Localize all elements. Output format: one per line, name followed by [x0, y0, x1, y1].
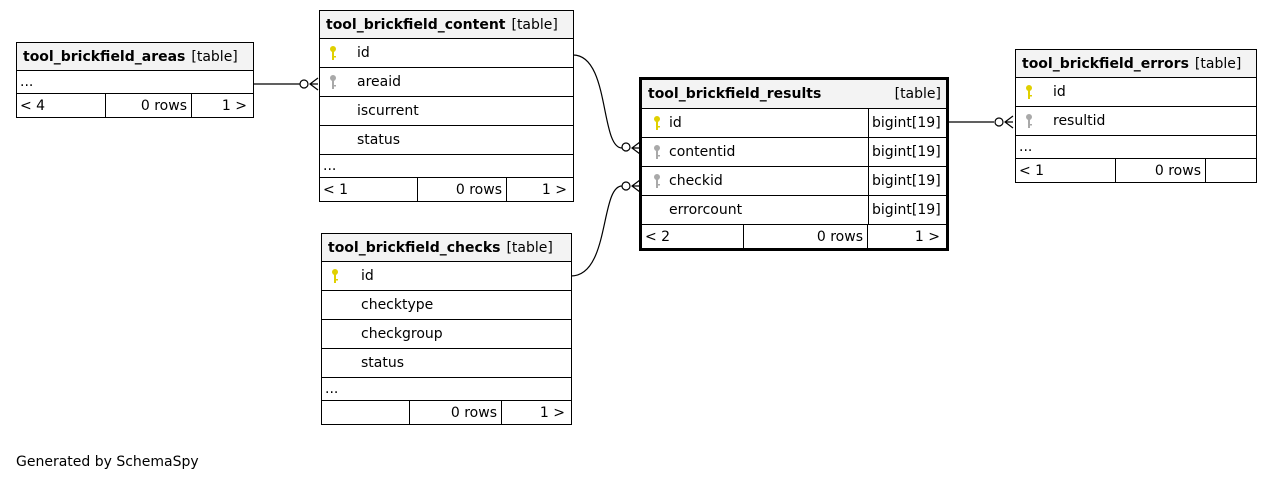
column-name: checktype — [361, 297, 434, 313]
foreign-key-icon — [1026, 114, 1032, 128]
edge-results-errors-circle — [994, 117, 1004, 127]
primary-key-icon — [332, 269, 338, 283]
children-count[interactable] — [1206, 159, 1256, 182]
column-row[interactable]: areaid — [320, 68, 573, 97]
table-footer: < 4 0 rows 1 > — [17, 94, 253, 117]
column-row[interactable]: id bigint[19] — [642, 109, 946, 138]
edge-checks-results-circle — [621, 181, 631, 191]
column-type: bigint[19] — [868, 167, 946, 195]
column-row[interactable]: errorcount bigint[19] — [642, 196, 946, 225]
parents-count[interactable]: < 1 — [320, 178, 418, 201]
edge-results-errors-crow — [1004, 115, 1014, 129]
parents-count[interactable]: < 2 — [642, 225, 744, 248]
column-name: errorcount — [669, 202, 743, 218]
column-name: checkgroup — [361, 326, 443, 342]
column-name: id — [669, 115, 682, 131]
table-header: tool_brickfield_results [table] — [642, 80, 946, 109]
column-name: id — [1053, 84, 1066, 100]
edge-checks-results-crow — [631, 179, 641, 193]
column-type: bigint[19] — [868, 138, 946, 166]
table-header: tool_brickfield_areas [table] — [17, 43, 253, 71]
row-count: 0 rows — [1116, 159, 1206, 182]
edge-content-results — [572, 54, 623, 149]
foreign-key-icon — [330, 75, 336, 89]
table-footer: < 2 0 rows 1 > — [642, 225, 946, 248]
column-row[interactable]: resultid — [1016, 107, 1256, 136]
column-name: id — [357, 45, 370, 61]
column-row[interactable]: id — [320, 39, 573, 68]
column-name: status — [357, 132, 401, 148]
row-count: 0 rows — [410, 401, 502, 424]
children-count[interactable]: 1 > — [221, 97, 247, 114]
column-name: checkid — [669, 173, 723, 189]
column-row[interactable]: checkgroup — [322, 320, 571, 349]
table-name: tool_brickfield_content — [326, 16, 506, 33]
edge-areas-content-crow — [309, 77, 319, 91]
table-content[interactable]: tool_brickfield_content [table] id areai… — [319, 10, 574, 202]
row-count: 0 rows — [418, 178, 507, 201]
edge-checks-results — [570, 185, 623, 277]
table-header: tool_brickfield_errors [table] — [1016, 50, 1256, 78]
table-name: tool_brickfield_results — [648, 86, 822, 102]
edge-areas-content-circle — [299, 79, 309, 89]
table-kind: [table] — [506, 239, 553, 256]
column-row[interactable]: checktype — [322, 291, 571, 320]
more-columns: ... — [320, 155, 573, 178]
table-checks[interactable]: tool_brickfield_checks [table] id checkt… — [321, 233, 572, 425]
parents-count[interactable] — [322, 401, 410, 424]
table-kind: [table] — [511, 16, 558, 33]
table-footer: < 1 0 rows — [1016, 159, 1256, 182]
column-row[interactable]: iscurrent — [320, 97, 573, 126]
table-kind: [table] — [1194, 55, 1242, 72]
foreign-key-icon — [654, 174, 660, 188]
column-name: iscurrent — [357, 103, 419, 119]
more-columns: ... — [322, 378, 571, 401]
column-row[interactable]: status — [322, 349, 571, 378]
column-type: bigint[19] — [868, 196, 946, 224]
parents-count[interactable]: < 1 — [1016, 159, 1116, 182]
primary-key-icon — [654, 116, 660, 130]
primary-key-icon — [330, 46, 336, 60]
primary-key-icon — [1026, 85, 1032, 99]
column-name: status — [361, 355, 405, 371]
column-name: resultid — [1053, 113, 1106, 129]
table-name: tool_brickfield_areas — [23, 48, 186, 65]
row-count: 0 rows — [744, 225, 868, 248]
column-row[interactable]: checkid bigint[19] — [642, 167, 946, 196]
row-count: 0 rows — [106, 94, 192, 117]
table-footer: < 1 0 rows 1 > — [320, 178, 573, 201]
column-name: areaid — [357, 74, 401, 90]
more-columns: ... — [1016, 136, 1256, 159]
more-columns: ... — [17, 71, 253, 94]
table-header: tool_brickfield_checks [table] — [322, 234, 571, 262]
column-row[interactable]: contentid bigint[19] — [642, 138, 946, 167]
foreign-key-icon — [654, 145, 660, 159]
table-name: tool_brickfield_checks — [328, 239, 501, 256]
generated-by-caption: Generated by SchemaSpy — [16, 454, 199, 470]
table-areas[interactable]: tool_brickfield_areas [table] ... < 4 0 … — [16, 42, 254, 118]
edge-content-results-circle — [621, 142, 631, 152]
table-footer: 0 rows 1 > — [322, 401, 571, 424]
table-name: tool_brickfield_errors — [1022, 55, 1189, 72]
parents-count[interactable]: < 4 — [17, 94, 106, 117]
table-kind: [table] — [894, 86, 941, 102]
column-type: bigint[19] — [868, 109, 946, 137]
table-results[interactable]: tool_brickfield_results [table] id bigin… — [639, 77, 949, 251]
column-name: id — [361, 268, 374, 284]
column-row[interactable]: id — [1016, 78, 1256, 107]
children-count[interactable]: 1 > — [914, 228, 940, 245]
table-kind: [table] — [191, 48, 238, 65]
edge-content-results-crow — [631, 141, 641, 155]
children-count[interactable]: 1 > — [541, 181, 567, 198]
column-row[interactable]: status — [320, 126, 573, 155]
column-row[interactable]: id — [322, 262, 571, 291]
column-name: contentid — [669, 144, 736, 160]
table-errors[interactable]: tool_brickfield_errors [table] id result… — [1015, 49, 1257, 183]
children-count[interactable]: 1 > — [539, 404, 565, 421]
table-header: tool_brickfield_content [table] — [320, 11, 573, 39]
